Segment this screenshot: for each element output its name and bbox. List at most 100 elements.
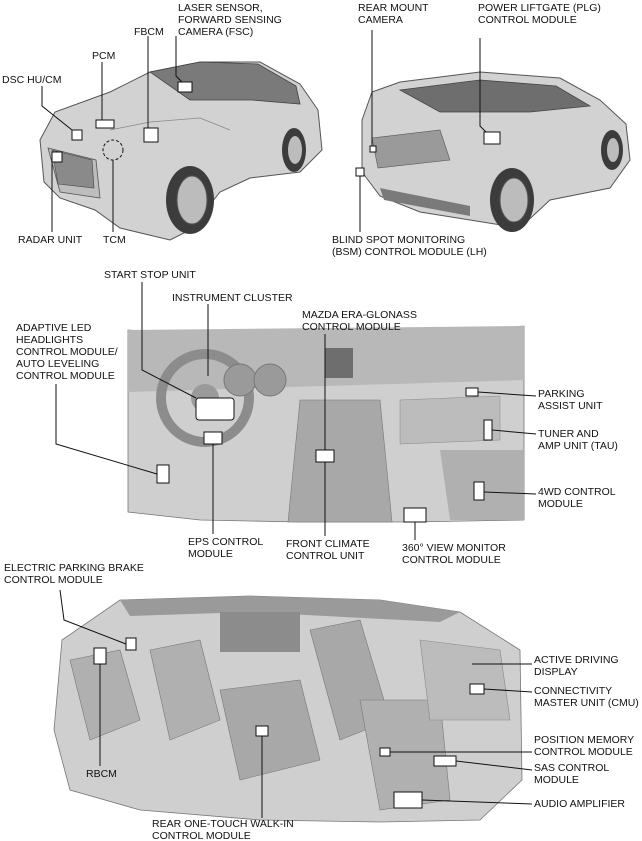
label-line: REAR MOUNT [358,2,429,14]
label-line: AUTO LEVELING [16,358,100,370]
label-line: CONTROL MODULE [534,746,633,758]
label-tcm: TCM [103,234,126,246]
label-pcm: PCM [92,50,115,62]
fbcm-module [143,127,159,143]
label-line: DISPLAY [534,666,578,678]
label-line: ELECTRIC PARKING BRAKE [4,562,144,574]
label-line: MODULE [188,548,233,560]
label-line: 4WD CONTROL [538,486,616,498]
rbcm-module [93,647,107,665]
label-line: MODULE [538,498,583,510]
dashboard-illustration [127,325,525,523]
label-line: PARKING [538,388,585,400]
parking-module [465,387,479,397]
label-line: EPS CONTROL [188,536,264,548]
label-line: FBCM [134,26,164,38]
label-line: BLIND SPOT MONITORING [332,234,466,246]
leader-lines [41,30,537,818]
label-rear-walkin: REAR ONE-TOUCH WALK-IN CONTROL MODULE [152,818,294,841]
eps-module [203,431,223,445]
era-module [315,449,335,463]
label-instrument: INSTRUMENT CLUSTER [172,292,293,304]
label-line: RADAR UNIT [18,234,83,246]
label-line: AUDIO AMPLIFIER [534,798,626,810]
label-start-stop: START STOP UNIT [104,269,196,281]
label-line: START STOP UNIT [104,269,196,281]
epb-module [125,637,137,651]
label-epb: ELECTRIC PARKING BRAKE CONTROL MODULE [4,562,144,586]
label-line: MODULE [534,774,579,786]
label-line: MASTER UNIT (CMU) [534,697,639,709]
label-tuner: TUNER AND AMP UNIT (TAU) [538,428,618,452]
label-line: CAMERA [358,14,403,26]
label-line: CONTROL UNIT [286,550,365,562]
radar-module [51,151,63,163]
4wd-module [473,481,485,501]
label-sas: SAS CONTROL MODULE [534,762,609,786]
label-line: CONNECTIVITY [534,685,613,697]
label-line: CAMERA (FSC) [178,26,254,38]
label-line: TCM [103,234,126,246]
label-line: DSC HU/CM [2,74,62,86]
view360-module [403,507,427,523]
label-line: CONTROL MODULE/ [16,346,118,358]
dsc-module [71,129,83,141]
label-line: SAS CONTROL [534,762,610,774]
rear-car-illustration [361,71,631,232]
sas-module [433,755,457,767]
label-4wd: 4WD CONTROL MODULE [538,486,616,510]
module-markers [51,81,501,809]
tau-module [483,419,493,441]
label-line: INSTRUMENT CLUSTER [172,292,293,304]
label-rbcm: RBCM [86,768,117,780]
label-line: TUNER AND [538,428,599,440]
label-adaptive-led: ADAPTIVE LED HEADLIGHTS CONTROL MODULE/ … [16,322,118,382]
label-eps: EPS CONTROL MODULE [188,536,263,560]
label-line: MAZDA ERA-GLONASS [302,309,417,321]
label-360-view: 360° VIEW MONITOR CONTROL MODULE [402,542,506,566]
label-line: CONTROL MODULE [4,574,103,586]
label-line: FRONT CLIMATE [286,538,370,550]
label-line: ADAPTIVE LED [16,322,92,334]
label-line: ACTIVE DRIVING [534,654,619,666]
label-line: 360° VIEW MONITOR [402,542,506,554]
label-line: ASSIST UNIT [538,400,603,412]
label-parking-assist: PARKING ASSIST UNIT [538,388,603,412]
label-line: CONTROL MODULE [478,14,577,26]
label-line: CONTROL MODULE [152,830,251,841]
label-line: CONTROL MODULE [402,554,501,566]
label-line: CONTROL MODULE [16,370,115,382]
cmu-module [469,683,485,695]
rear-camera-module [369,145,377,153]
label-radar: RADAR UNIT [18,234,82,246]
label-rear-camera: REAR MOUNT CAMERA [358,2,429,26]
label-line: AMP UNIT (TAU) [538,440,618,452]
label-line: LASER SENSOR, [178,2,263,14]
label-position-memory: POSITION MEMORY CONTROL MODULE [534,734,634,758]
label-line: POSITION MEMORY [534,734,635,746]
label-cmu: CONNECTIVITY MASTER UNIT (CMU) [534,685,639,709]
led-module [156,464,170,484]
bsm-module [355,167,365,177]
label-dsc: DSC HU/CM [2,74,62,86]
start-stop-module [195,397,235,421]
label-climate: FRONT CLIMATE CONTROL UNIT [286,538,370,562]
audio-amp-module [393,791,423,809]
label-plg: POWER LIFTGATE (PLG) CONTROL MODULE [478,2,601,26]
interior-illustration [53,595,523,823]
label-line: CONTROL MODULE [302,321,401,333]
label-line: HEADLIGHTS [16,334,84,346]
label-line: FORWARD SENSING [178,14,282,26]
label-line: (BSM) CONTROL MODULE (LH) [332,246,487,258]
label-audio-amp: AUDIO AMPLIFIER [534,798,625,810]
label-era-glonass: MAZDA ERA-GLONASS CONTROL MODULE [302,309,417,333]
label-line: REAR ONE-TOUCH WALK-IN [152,818,294,830]
plg-module [483,131,501,145]
walkin-module [255,725,269,737]
label-fbcm: FBCM [134,26,164,38]
label-active-driving: ACTIVE DRIVING DISPLAY [534,654,619,678]
position-memory-module [379,747,391,757]
label-laser-sensor: LASER SENSOR, FORWARD SENSING CAMERA (FS… [178,2,282,38]
